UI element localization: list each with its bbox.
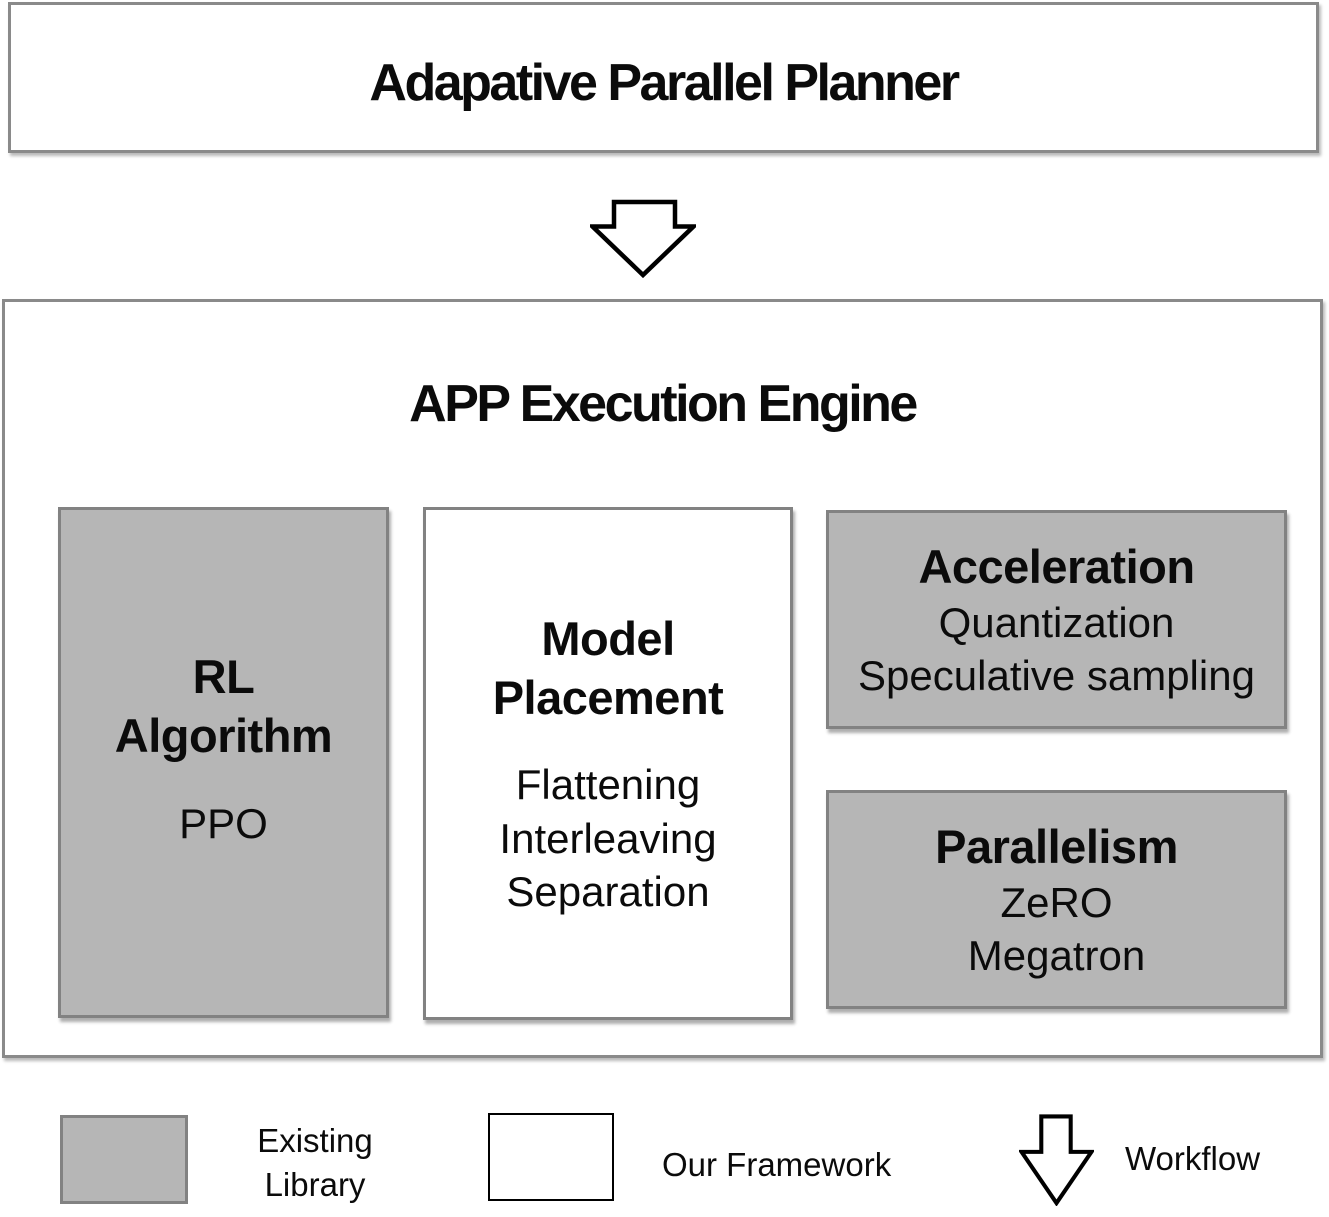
engine-title: APP Execution Engine — [409, 375, 918, 433]
acceleration-box: Acceleration Quantization Speculative sa… — [826, 510, 1287, 729]
model-placement-items: Flattening Interleaving Separation — [499, 761, 717, 915]
acceleration-items: Quantization Speculative sampling — [858, 598, 1255, 700]
rl-algorithm-title: RL Algorithm — [114, 650, 333, 763]
parallelism-items: ZeRO Megatron — [967, 878, 1146, 980]
parallelism-box: Parallelism ZeRO Megatron — [826, 790, 1287, 1009]
workflow-arrow-icon — [590, 199, 696, 278]
our-framework-label: Our Framework — [662, 1146, 892, 1183]
model-placement-title: Model Placement — [492, 611, 724, 724]
planner-title: Adapative Parallel Planner — [369, 53, 960, 112]
acceleration-title: Acceleration — [918, 539, 1195, 593]
model-placement-box: Model Placement Flattening Interleaving … — [423, 507, 793, 1020]
rl-algorithm-items: PPO — [179, 799, 268, 847]
existing-library-swatch — [60, 1115, 188, 1204]
parallelism-title: Parallelism — [935, 819, 1178, 873]
existing-library-label: Existing Library — [257, 1122, 373, 1203]
our-framework-swatch — [488, 1113, 614, 1201]
rl-algorithm-box: RL Algorithm PPO — [58, 507, 389, 1018]
workflow-legend-arrow-icon — [1019, 1114, 1094, 1206]
adaptive-parallel-planner-box: Adapative Parallel Planner — [8, 2, 1319, 153]
workflow-label: Workflow — [1125, 1140, 1261, 1177]
